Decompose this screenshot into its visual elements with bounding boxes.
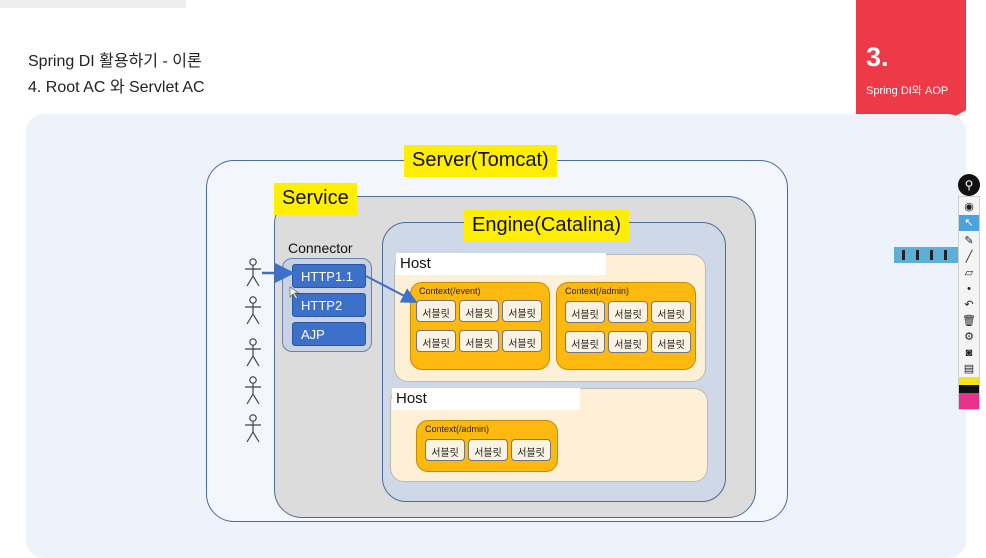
servlet-box: 서블릿 (651, 301, 691, 323)
context-label: Context(/admin) (425, 424, 490, 434)
undo-icon[interactable]: ↶ (964, 299, 974, 311)
servlet-box: 서블릿 (608, 331, 648, 353)
servlet-box: 서블릿 (511, 439, 551, 461)
slide-title: Spring DI 활용하기 - 이론 (28, 53, 202, 70)
annotation-toolbar: ◉ ↖ ✎ ╱ ▱ • ↶ 🗑 ⚙ ◙ ▤ (958, 196, 980, 410)
context-label: Context(/admin) (565, 286, 630, 296)
protocol-http11: HTTP1.1 (292, 264, 366, 288)
server-label: Server(Tomcat) (404, 145, 557, 177)
servlet-box: 서블릿 (608, 301, 648, 323)
lightbulb-icon[interactable]: ⚲ (958, 174, 980, 196)
line-icon[interactable]: ╱ (965, 251, 973, 263)
servlet-box: 서블릿 (459, 330, 499, 352)
eraser-icon[interactable]: ▱ (964, 267, 974, 279)
person-icon (245, 338, 261, 367)
trash-icon[interactable]: 🗑 (962, 315, 976, 327)
servlet-box: 서블릿 (565, 331, 605, 353)
clipboard-icon[interactable]: ▤ (963, 363, 975, 375)
engine-label: Engine(Catalina) (464, 210, 629, 242)
color-swatch-pink[interactable] (959, 393, 979, 409)
protocol-http2: HTTP2 (292, 293, 366, 317)
context-box: Context(/admin) 서블릿 서블릿 서블릿 (416, 420, 558, 472)
person-icon (245, 414, 261, 443)
servlet-box: 서블릿 (425, 439, 465, 461)
pen-icon[interactable]: ✎ (964, 235, 974, 247)
context-box: Context(/admin) 서블릿 서블릿 서블릿 서블릿 서블릿 서블릿 (556, 282, 696, 370)
cursor-icon[interactable]: ↖ (959, 215, 979, 231)
servlet-box: 서블릿 (502, 330, 542, 352)
color-swatch-yellow[interactable] (959, 377, 979, 385)
context-label: Context(/event) (419, 286, 481, 296)
servlet-box: 서블릿 (468, 439, 508, 461)
settings-icon[interactable]: ⚙ (964, 331, 974, 343)
eye-icon[interactable]: ◉ (964, 201, 974, 213)
servlet-box: 서블릿 (651, 331, 691, 353)
top-strip (0, 0, 186, 8)
chapter-label: Spring DI와 AOP (866, 85, 949, 97)
slide-subtitle: 4. Root AC 와 Servlet AC (28, 79, 205, 96)
pen-cursor-strip (894, 247, 958, 263)
person-icon (245, 296, 261, 325)
servlet-box: 서블릿 (416, 330, 456, 352)
servlet-box: 서블릿 (565, 301, 605, 323)
servlet-box: 서블릿 (416, 300, 456, 322)
camera-icon[interactable]: ◙ (965, 347, 973, 359)
person-icon (245, 376, 261, 405)
service-label: Service (274, 183, 357, 215)
color-swatch-black[interactable] (959, 385, 979, 393)
connector-label: Connector (288, 240, 353, 256)
protocol-ajp: AJP (292, 322, 366, 346)
chapter-number: 3. (866, 42, 889, 72)
host-label: Host (392, 388, 580, 410)
context-box: Context(/event) 서블릿 서블릿 서블릿 서블릿 서블릿 서블릿 (410, 282, 550, 370)
dispatch-arrow (365, 275, 418, 303)
mouse-cursor-icon (289, 286, 300, 300)
servlet-box: 서블릿 (459, 300, 499, 322)
dot-icon[interactable]: • (967, 283, 971, 295)
person-icon (245, 258, 261, 287)
servlet-box: 서블릿 (502, 300, 542, 322)
host-label: Host (396, 253, 606, 275)
